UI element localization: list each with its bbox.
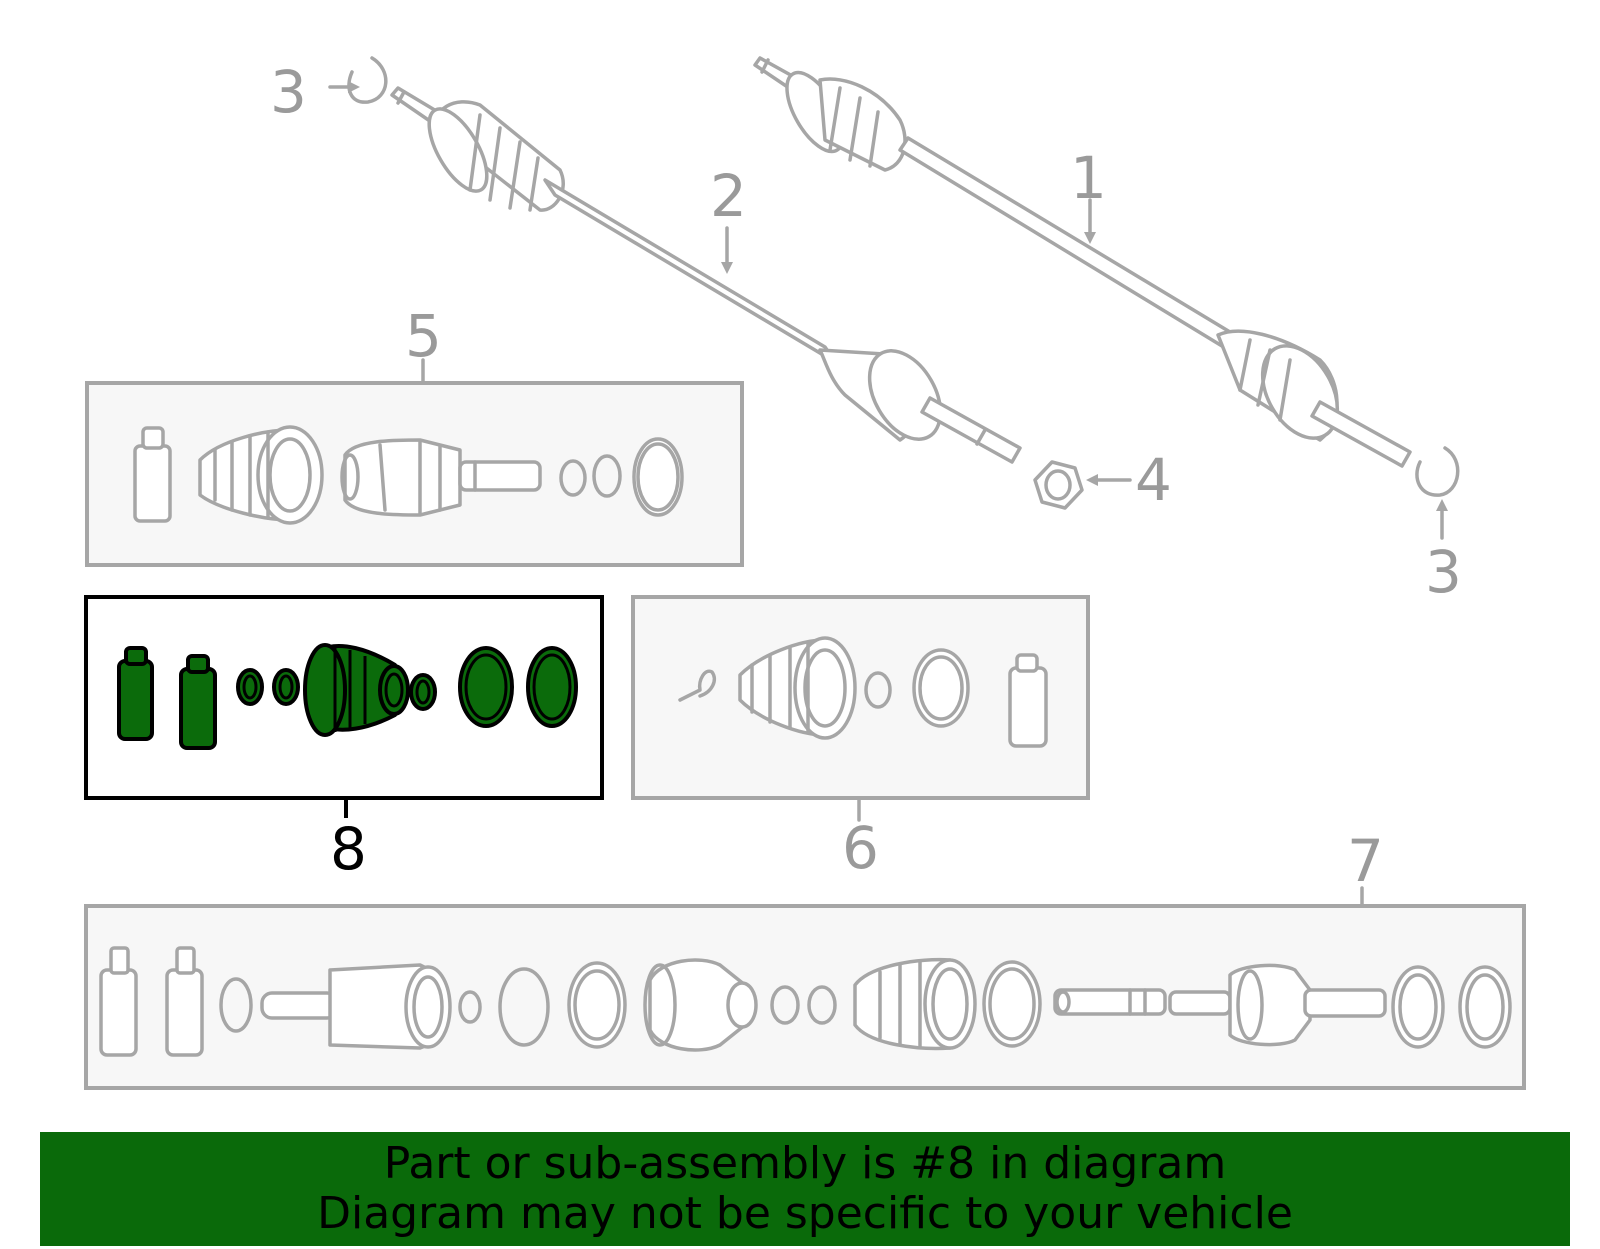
callout-2: 2 xyxy=(710,162,747,230)
leader-lines xyxy=(328,81,1448,908)
callout-7: 7 xyxy=(1347,827,1384,895)
info-banner: Part or sub-assembly is #8 in diagram Di… xyxy=(40,1132,1570,1246)
callout-4: 4 xyxy=(1135,446,1172,514)
circlip-3-right[interactable] xyxy=(1415,446,1460,497)
kit-box-6[interactable] xyxy=(631,595,1090,800)
circlip-3-top[interactable] xyxy=(347,56,388,104)
callout-3-top: 3 xyxy=(270,58,307,126)
kit-box-8-selected[interactable] xyxy=(84,595,604,800)
kit-box-7[interactable] xyxy=(84,904,1526,1090)
callout-6: 6 xyxy=(842,814,879,882)
banner-line-2: Diagram may not be specific to your vehi… xyxy=(317,1188,1293,1239)
callout-1: 1 xyxy=(1070,144,1107,212)
callout-8: 8 xyxy=(330,815,367,883)
axle-shaft-2[interactable] xyxy=(390,86,1022,464)
nut-4[interactable] xyxy=(1033,460,1084,510)
callout-3-bottom: 3 xyxy=(1425,538,1462,606)
axle-shaft-1[interactable] xyxy=(753,56,1412,468)
kit-box-5[interactable] xyxy=(85,381,744,567)
banner-line-1: Part or sub-assembly is #8 in diagram xyxy=(383,1138,1227,1189)
callout-5: 5 xyxy=(405,302,442,370)
